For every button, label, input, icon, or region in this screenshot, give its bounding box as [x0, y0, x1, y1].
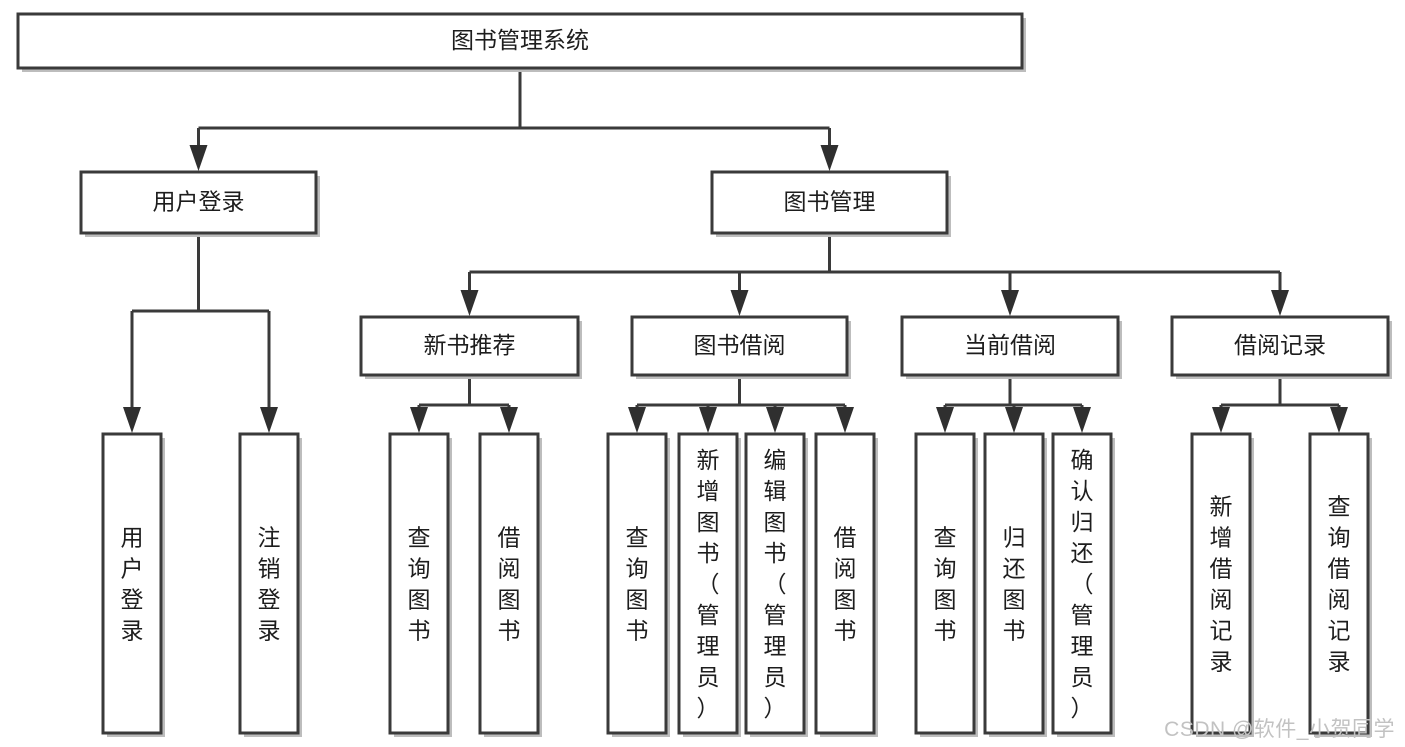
node-leaf-confirm-return[interactable]: 确认归还（管理员） [1051, 432, 1115, 737]
node-root[interactable]: 图书管理系统 [16, 12, 1026, 72]
node-box [900, 315, 1120, 377]
link-current-borrow-leaf-confirm-return-arrowhead [1073, 407, 1091, 433]
link-root-user-login-arrowhead [189, 145, 208, 171]
node-leaf-edit-book[interactable]: 编辑图书（管理员） [744, 432, 808, 737]
connector-layer [123, 68, 1348, 433]
node-book-manage[interactable]: 图书管理 [710, 170, 951, 237]
node-box [16, 12, 1024, 70]
node-box [606, 432, 668, 735]
node-label: 编辑图书（管理员） [764, 447, 787, 721]
link-book-borrow-leaf-borrow-book-2-arrowhead [836, 407, 854, 433]
link-borrow-record-leaf-query-record-arrowhead [1330, 407, 1348, 433]
node-label: 归还图书 [1003, 525, 1026, 644]
node-leaf-user-logout[interactable]: 注销登录 [238, 432, 302, 737]
node-leaf-user-login[interactable]: 用户登录 [101, 432, 165, 737]
node-leaf-borrow-book-1[interactable]: 借阅图书 [478, 432, 542, 737]
link-root-book-manage-arrowhead [820, 145, 839, 171]
node-box [677, 432, 739, 735]
node-book-borrow[interactable]: 图书借阅 [630, 315, 851, 379]
node-new-book-rec[interactable]: 新书推荐 [359, 315, 582, 379]
node-label: 借阅图书 [498, 525, 521, 644]
node-label: 新书推荐 [424, 332, 516, 358]
node-leaf-query-book-3[interactable]: 查询图书 [914, 432, 978, 737]
node-leaf-add-book[interactable]: 新增图书（管理员） [677, 432, 741, 737]
node-leaf-add-record[interactable]: 新增借阅记录 [1190, 432, 1254, 737]
node-label: 图书管理系统 [451, 27, 589, 53]
link-book-borrow-leaf-add-book-arrowhead [699, 407, 717, 433]
node-box [238, 432, 300, 735]
node-leaf-borrow-book-2[interactable]: 借阅图书 [814, 432, 878, 737]
node-label: 用户登录 [153, 189, 245, 215]
link-book-manage-book-borrow-arrowhead [730, 290, 749, 316]
node-box [1308, 432, 1370, 735]
node-label: 图书管理 [784, 189, 876, 215]
link-book-manage-new-book-rec-arrowhead [460, 290, 479, 316]
node-box [1170, 315, 1390, 377]
link-new-book-rec-leaf-borrow-book-1-arrowhead [500, 407, 518, 433]
node-label: 当前借阅 [964, 332, 1056, 358]
node-borrow-record[interactable]: 借阅记录 [1170, 315, 1392, 379]
node-box [1051, 432, 1113, 735]
node-current-borrow[interactable]: 当前借阅 [900, 315, 1122, 379]
node-box [79, 170, 318, 235]
node-box [359, 315, 580, 377]
node-label: 用户登录 [121, 525, 144, 644]
node-leaf-query-book-2[interactable]: 查询图书 [606, 432, 670, 737]
node-leaf-query-record[interactable]: 查询借阅记录 [1308, 432, 1372, 737]
node-layer: 图书管理系统用户登录用户登录注销登录图书管理新书推荐查询图书借阅图书图书借阅查询… [16, 12, 1392, 737]
node-label: 查询图书 [934, 525, 957, 644]
node-box [630, 315, 849, 377]
link-user-login-leaf-user-logout-arrowhead [260, 407, 278, 433]
node-label: 查询图书 [408, 525, 431, 644]
node-label: 新增借阅记录 [1210, 494, 1233, 675]
node-box [914, 432, 976, 735]
link-current-borrow-leaf-return-book-arrowhead [1005, 407, 1023, 433]
node-label: 注销登录 [258, 525, 281, 644]
link-book-manage-current-borrow-arrowhead [1001, 290, 1019, 316]
link-user-login-leaf-user-login-arrowhead [123, 407, 141, 433]
node-user-login[interactable]: 用户登录 [79, 170, 320, 237]
node-box [101, 432, 163, 735]
node-label: 新增图书（管理员） [697, 447, 720, 721]
link-book-manage-borrow-record-arrowhead [1271, 290, 1289, 316]
node-label: 借阅图书 [834, 525, 857, 644]
node-box [983, 432, 1045, 735]
node-label: 图书借阅 [694, 332, 786, 358]
node-box [388, 432, 450, 735]
node-box [1190, 432, 1252, 735]
link-new-book-rec-leaf-query-book-1-arrowhead [410, 407, 428, 433]
link-book-borrow-leaf-query-book-2-arrowhead [628, 407, 646, 433]
node-leaf-return-book[interactable]: 归还图书 [983, 432, 1047, 737]
node-label: 查询借阅记录 [1328, 494, 1351, 675]
node-box [710, 170, 949, 235]
node-label: 借阅记录 [1234, 332, 1326, 358]
node-leaf-query-book-1[interactable]: 查询图书 [388, 432, 452, 737]
node-box [744, 432, 806, 735]
link-borrow-record-leaf-add-record-arrowhead [1212, 407, 1230, 433]
csdn-watermark: CSDN @软件_小贺同学 [1164, 718, 1395, 741]
node-label: 确认归还（管理员） [1071, 447, 1094, 721]
node-box [814, 432, 876, 735]
link-book-borrow-leaf-edit-book-arrowhead [766, 407, 784, 433]
node-box [478, 432, 540, 735]
node-label: 查询图书 [626, 525, 649, 644]
link-current-borrow-leaf-query-book-3-arrowhead [936, 407, 954, 433]
